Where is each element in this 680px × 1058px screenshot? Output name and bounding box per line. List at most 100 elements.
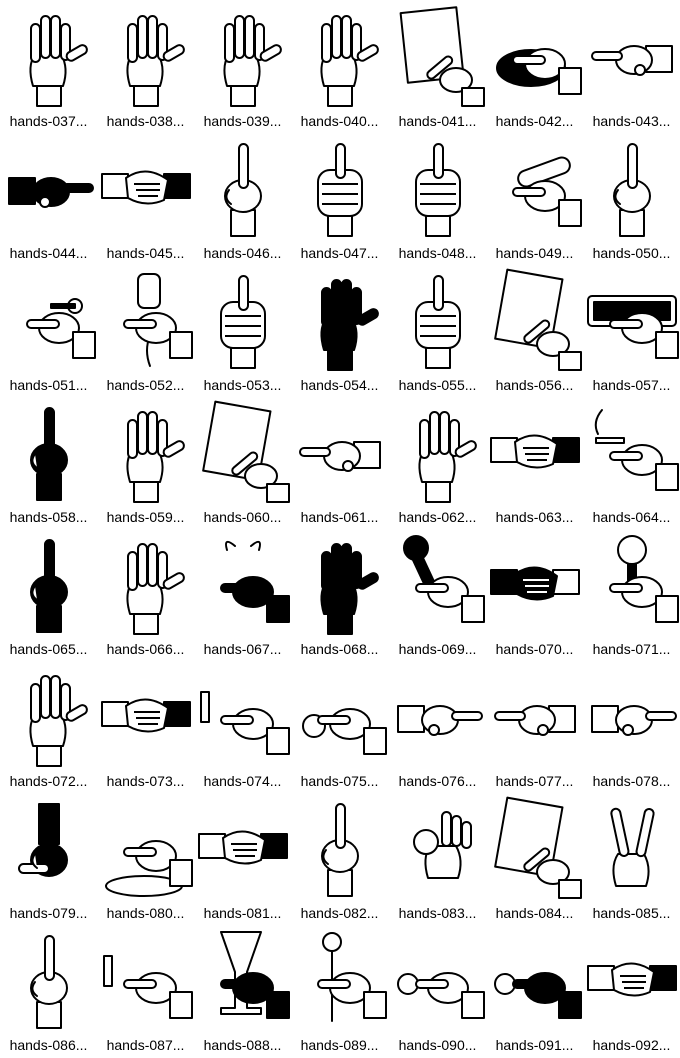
hand-with-magnifier-icon bbox=[584, 530, 679, 636]
thumbnail-item[interactable]: hands-052... bbox=[97, 264, 194, 396]
thumbnail-label: hands-079... bbox=[9, 905, 88, 921]
thumbnail-item[interactable]: hands-062... bbox=[389, 396, 486, 528]
thumbnail-item[interactable]: hands-040... bbox=[291, 0, 388, 132]
thumbnail-label: hands-045... bbox=[106, 245, 185, 261]
thumbnail-item[interactable]: hands-043... bbox=[583, 0, 680, 132]
thumbnail-item[interactable]: hands-079... bbox=[0, 792, 97, 924]
thumbnail-item[interactable]: hands-085... bbox=[583, 792, 680, 924]
thumbnail-label: hands-049... bbox=[495, 245, 574, 261]
thumbnail-label: hands-081... bbox=[203, 905, 282, 921]
thumbnail-item[interactable]: hands-064... bbox=[583, 396, 680, 528]
thumbnail-item[interactable]: hands-055... bbox=[389, 264, 486, 396]
thumbnail-item[interactable]: hands-051... bbox=[0, 264, 97, 396]
thumbnail-item[interactable]: hands-046... bbox=[194, 132, 291, 264]
thumbnail-label: hands-050... bbox=[592, 245, 671, 261]
thumbnail-item[interactable]: hands-037... bbox=[0, 0, 97, 132]
thumbnail-label: hands-074... bbox=[203, 773, 282, 789]
thumbnail-item[interactable]: hands-060... bbox=[194, 396, 291, 528]
thumbnail-item[interactable]: hands-069... bbox=[389, 528, 486, 660]
thumbnail-label: hands-064... bbox=[592, 509, 671, 525]
thumbnail-item[interactable]: hands-070... bbox=[486, 528, 583, 660]
thumbnail-item[interactable]: hands-049... bbox=[486, 132, 583, 264]
thumbnail-label: hands-044... bbox=[9, 245, 88, 261]
thumbnail-item[interactable]: hands-053... bbox=[194, 264, 291, 396]
thumbnail-item[interactable]: hands-077... bbox=[486, 660, 583, 792]
thumbnail-label: hands-042... bbox=[495, 113, 574, 129]
thumbnail-item[interactable]: hands-092... bbox=[583, 924, 680, 1056]
pointing-at-paper-icon bbox=[487, 794, 582, 900]
thumbnail-label: hands-089... bbox=[300, 1037, 379, 1053]
thumbnail-item[interactable]: hands-065... bbox=[0, 528, 97, 660]
thumbnail-item[interactable]: hands-091... bbox=[486, 924, 583, 1056]
thumbnail-item[interactable]: hands-072... bbox=[0, 660, 97, 792]
hand-with-phone-icon bbox=[98, 266, 193, 372]
thumbnail-item[interactable]: hands-084... bbox=[486, 792, 583, 924]
thumbnail-item[interactable]: hands-081... bbox=[194, 792, 291, 924]
victory-hand-icon bbox=[584, 794, 679, 900]
pointing-up-hand-icon bbox=[584, 134, 679, 240]
thumbnail-item[interactable]: hands-082... bbox=[291, 792, 388, 924]
thumbnail-item[interactable]: hands-038... bbox=[97, 0, 194, 132]
thumbnail-item[interactable]: hands-071... bbox=[583, 528, 680, 660]
thumbnail-item[interactable]: hands-083... bbox=[389, 792, 486, 924]
thumbnail-item[interactable]: hands-042... bbox=[486, 0, 583, 132]
thumbnail-item[interactable]: hands-056... bbox=[486, 264, 583, 396]
thumbnail-label: hands-059... bbox=[106, 509, 185, 525]
thumbnail-item[interactable]: hands-068... bbox=[291, 528, 388, 660]
thumbnail-item[interactable]: hands-041... bbox=[389, 0, 486, 132]
thumbnail-label: hands-078... bbox=[592, 773, 671, 789]
thumbnail-item[interactable]: hands-063... bbox=[486, 396, 583, 528]
handshake-icon bbox=[98, 662, 193, 768]
hand-with-glass-icon bbox=[195, 926, 290, 1032]
thumbnail-item[interactable]: hands-067... bbox=[194, 528, 291, 660]
thumbnail-item[interactable]: hands-054... bbox=[291, 264, 388, 396]
pressing-button-hand-icon bbox=[98, 926, 193, 1032]
thumbnail-item[interactable]: hands-059... bbox=[97, 396, 194, 528]
hand-with-microphone-icon bbox=[390, 530, 485, 636]
hand-with-paper-icon bbox=[487, 266, 582, 372]
stop-hand-icon bbox=[292, 530, 387, 636]
thumbnail-item[interactable]: hands-058... bbox=[0, 396, 97, 528]
thumbnail-item[interactable]: hands-080... bbox=[97, 792, 194, 924]
handshake-icon bbox=[487, 530, 582, 636]
thumbnail-item[interactable]: hands-088... bbox=[194, 924, 291, 1056]
pressing-button-hand-icon bbox=[195, 662, 290, 768]
thumbnail-label: hands-062... bbox=[398, 509, 477, 525]
thumbnail-item[interactable]: hands-066... bbox=[97, 528, 194, 660]
clapping-hands-icon bbox=[98, 398, 193, 504]
thumbnail-item[interactable]: hands-039... bbox=[194, 0, 291, 132]
thumbnail-label: hands-053... bbox=[203, 377, 282, 393]
thumbnail-item[interactable]: hands-087... bbox=[97, 924, 194, 1056]
thumbnail-item[interactable]: hands-047... bbox=[291, 132, 388, 264]
thumbnail-item[interactable]: hands-061... bbox=[291, 396, 388, 528]
thumbnail-item[interactable]: hands-073... bbox=[97, 660, 194, 792]
thumbnail-label: hands-055... bbox=[398, 377, 477, 393]
pointing-up-hand-icon bbox=[292, 794, 387, 900]
thumbnail-item[interactable]: hands-057... bbox=[583, 264, 680, 396]
thumbnail-item[interactable]: hands-074... bbox=[194, 660, 291, 792]
fist-bump-icon bbox=[487, 398, 582, 504]
thumbnail-item[interactable]: hands-050... bbox=[583, 132, 680, 264]
thumbnail-item[interactable]: hands-090... bbox=[389, 924, 486, 1056]
thumbnail-label: hands-085... bbox=[592, 905, 671, 921]
thumbnail-label: hands-043... bbox=[592, 113, 671, 129]
thumbnail-item[interactable]: hands-086... bbox=[0, 924, 97, 1056]
thumbnail-item[interactable]: hands-048... bbox=[389, 132, 486, 264]
thumbnail-item[interactable]: hands-089... bbox=[291, 924, 388, 1056]
thumbnail-label: hands-047... bbox=[300, 245, 379, 261]
thumbnail-item[interactable]: hands-075... bbox=[291, 660, 388, 792]
thumbnail-item[interactable]: hands-078... bbox=[583, 660, 680, 792]
pointing-hand-icon bbox=[390, 662, 485, 768]
hand-with-cigarette-icon bbox=[584, 398, 679, 504]
thumbnail-label: hands-040... bbox=[300, 113, 379, 129]
thumbnail-label: hands-069... bbox=[398, 641, 477, 657]
thumbnail-item[interactable]: hands-045... bbox=[97, 132, 194, 264]
knocking-hand-icon bbox=[390, 266, 485, 372]
thumbnail-label: hands-073... bbox=[106, 773, 185, 789]
thumbnail-label: hands-051... bbox=[9, 377, 88, 393]
thumbnail-item[interactable]: hands-044... bbox=[0, 132, 97, 264]
thumbnail-label: hands-072... bbox=[9, 773, 88, 789]
thumbnail-label: hands-037... bbox=[9, 113, 88, 129]
thumbnail-item[interactable]: hands-076... bbox=[389, 660, 486, 792]
